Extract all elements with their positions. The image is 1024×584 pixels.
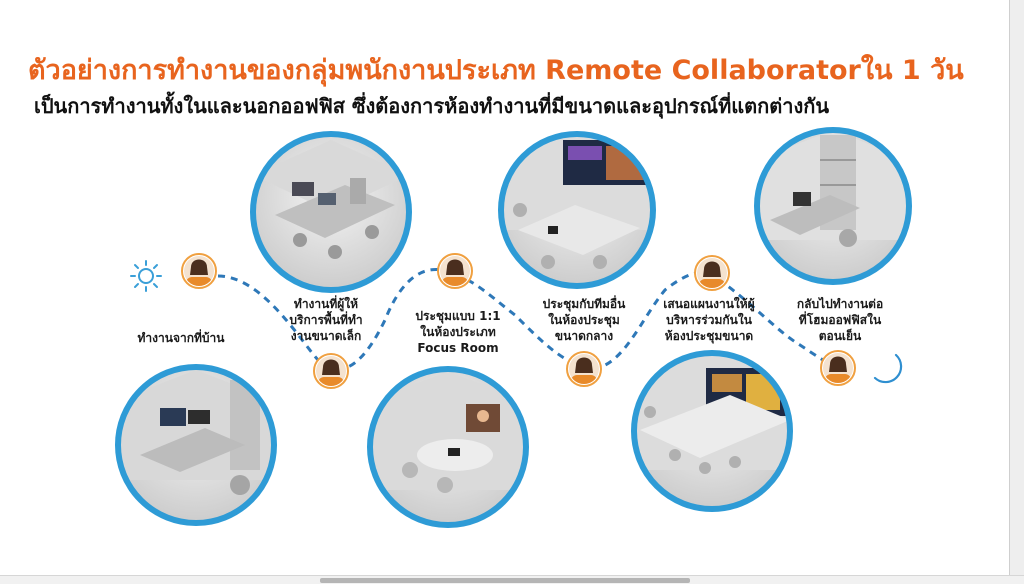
focus-room [367, 366, 529, 528]
step-label-coworking: ทำงานที่ผู้ให้ บริการพื้นที่ทำ งานขนาดเล… [289, 297, 363, 343]
horizontal-scrollbar[interactable] [0, 575, 1024, 584]
vertical-scrollbar[interactable] [1009, 0, 1024, 584]
person-avatar-icon [566, 351, 602, 387]
journey-dashed-path [217, 268, 839, 371]
person-avatar-icon [313, 353, 349, 389]
sun-icon [130, 260, 162, 292]
home-office-evening-room [754, 127, 912, 285]
step-label-evening-home-office: กลับไปทำงานต่อ ที่โฮมออฟฟิสใน ตอนเย็น [796, 297, 884, 343]
person-avatar-icon [694, 255, 730, 291]
step-label-focus-room: ประชุมแบบ 1:1 ในห้องประเภท Focus Room [415, 309, 501, 355]
home-office-room [115, 364, 277, 526]
boardroom [631, 350, 793, 512]
step-label-executive-presentation: เสนอแผนงานให้ผู้ บริหารร่วมกันใน ห้องประ… [663, 297, 755, 343]
step-label-team-meeting: ประชุมกับทีมอื่น ในห้องประชุม ขนาดกลาง [542, 297, 626, 343]
large-meeting-room [498, 131, 656, 289]
person-avatar-icon [181, 253, 217, 289]
step-label-home: ทำงานจากที่บ้าน [137, 331, 225, 345]
crescent-moon-icon [873, 353, 903, 384]
page-title: ตัวอย่างการทำงานของกลุ่มพนักงานประเภท Re… [28, 55, 964, 86]
person-avatar-icon [820, 350, 856, 386]
person-avatar-icon [437, 253, 473, 289]
horizontal-scroll-thumb[interactable] [320, 578, 690, 583]
coworking-space-room [250, 131, 412, 293]
page-subtitle: เป็นการทำงานทั้งในและนอกออฟฟิส ซึ่งต้องก… [34, 94, 830, 118]
